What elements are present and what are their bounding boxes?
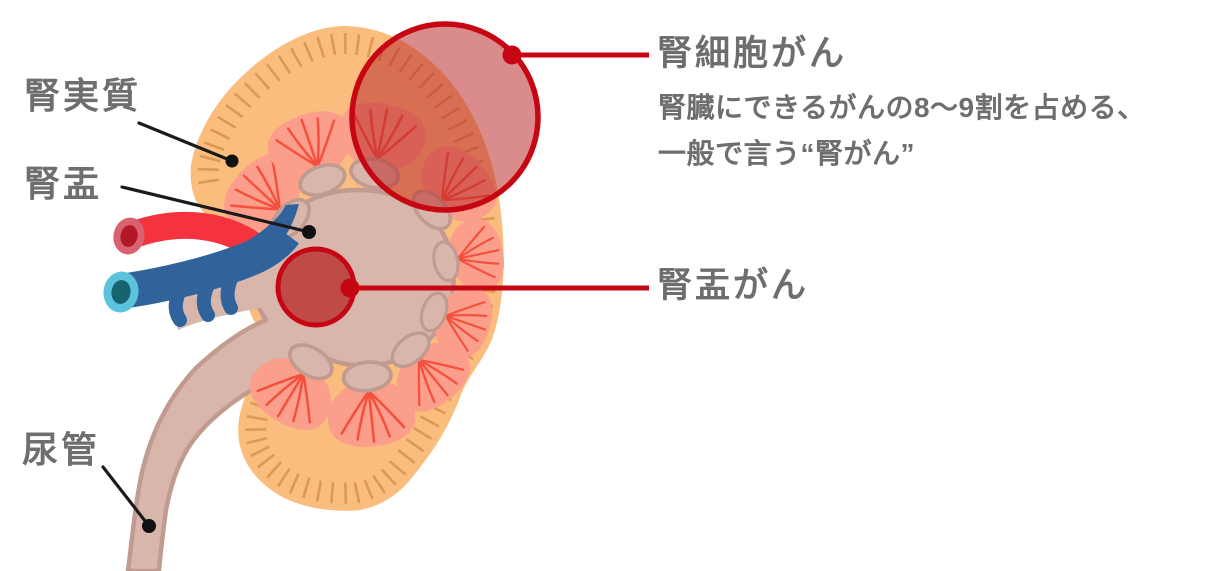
rcc-desc-line2: 一般で言う“腎がん” [658, 138, 916, 169]
annotation-renal-cell-carcinoma-description: 腎臓にできるがんの8〜9割を占める、 一般で言う“腎がん” [658, 85, 1146, 177]
artery-opening [113, 217, 145, 255]
annotation-renal-pelvis-cancer-title: 腎盂がん [657, 266, 810, 305]
leader-lines-red [350, 52, 649, 291]
annotation-renal-cell-carcinoma-title: 腎細胞がん [657, 34, 848, 73]
label-renal-pelvis: 腎盂 [24, 163, 103, 204]
leader-dots-red [340, 45, 522, 298]
label-ureter: 尿管 [22, 429, 101, 470]
renal-vein [121, 204, 299, 327]
label-renal-parenchyma: 腎実質 [24, 75, 142, 116]
leader-dots-black [142, 154, 316, 533]
rcc-desc-line1: 腎臓にできるがんの8〜9割を占める、 [658, 92, 1146, 123]
vein-opening [103, 271, 139, 313]
renal-cell-carcinoma-circle [349, 21, 541, 213]
leader-lines-black [101, 121, 311, 528]
